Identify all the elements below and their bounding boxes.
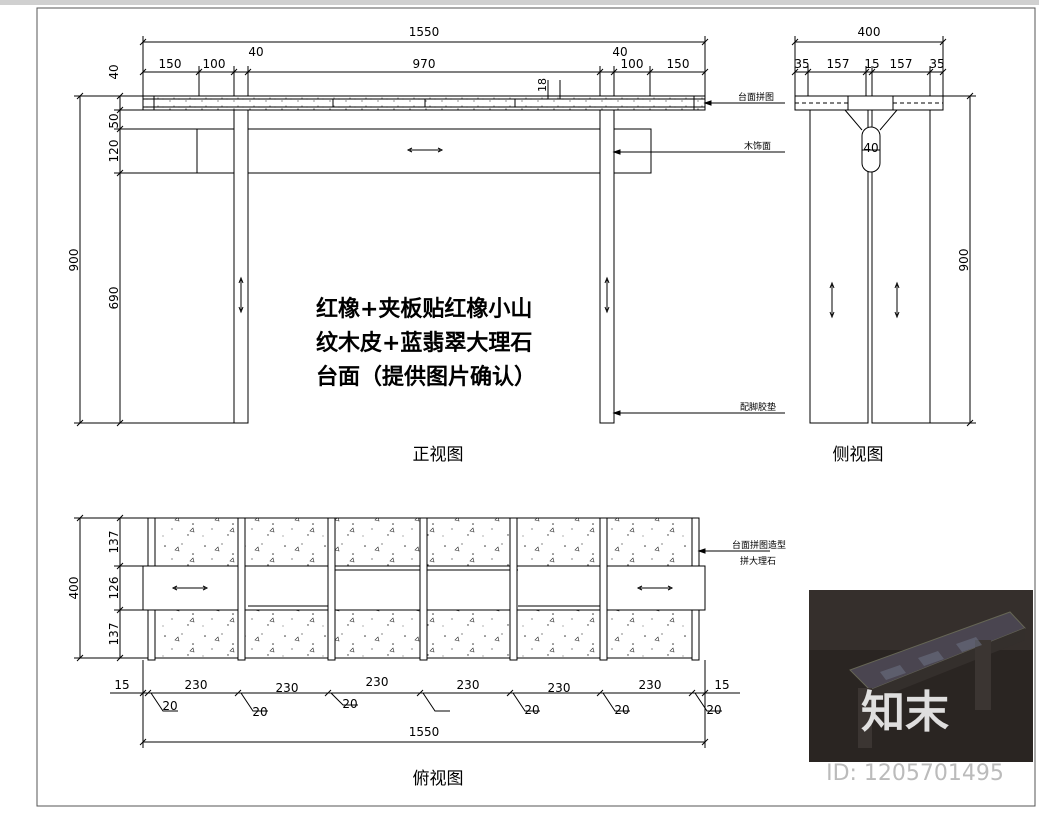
plan-bottom-dim-3: 230 bbox=[276, 681, 299, 695]
plan-left-dim-2: 126 bbox=[107, 577, 121, 600]
plan-callout-line-1: 台面拼图造型 bbox=[732, 539, 786, 551]
plan-post-dim-6: 20 bbox=[706, 703, 721, 717]
front-apron bbox=[196, 128, 652, 174]
side-right-grain-arrow bbox=[894, 281, 900, 319]
side-left-grain-arrow bbox=[829, 281, 835, 319]
front-total-height: 900 bbox=[67, 249, 81, 272]
top-bar bbox=[0, 0, 1039, 5]
plan-depth: 400 bbox=[67, 577, 81, 600]
front-overall-width: 1550 bbox=[409, 25, 440, 39]
side-left-leg bbox=[809, 109, 869, 424]
plan-bottom-dim-6: 230 bbox=[548, 681, 571, 695]
plan-bottom-dim-7: 230 bbox=[639, 678, 662, 692]
plan-bottom-dim-1: 15 bbox=[114, 678, 129, 692]
right-leg-grain-arrow bbox=[604, 276, 610, 314]
left-leg-grain-arrow bbox=[238, 276, 244, 314]
material-note-line-1: 红橡+夹板贴红橡小山 bbox=[316, 296, 532, 322]
side-view-title: 侧视图 bbox=[833, 445, 884, 465]
plan-callout-line-2: 拼大理石 bbox=[740, 555, 776, 567]
side-dim-1: 35 bbox=[794, 57, 809, 71]
side-view bbox=[791, 36, 976, 427]
side-right-leg bbox=[871, 109, 931, 424]
front-dim-4: 970 bbox=[413, 57, 436, 71]
front-thickness: 18 bbox=[536, 78, 549, 92]
plan-left-grain-arrow bbox=[171, 585, 209, 591]
plan-view-title: 俯视图 bbox=[413, 769, 464, 789]
plan-bottom-dim-2: 230 bbox=[185, 678, 208, 692]
front-dim-1: 150 bbox=[159, 57, 182, 71]
plan-post-dim-2: 20 bbox=[252, 705, 267, 719]
callout-top: 台面拼图 bbox=[738, 91, 774, 103]
side-bracket bbox=[844, 109, 898, 131]
front-view-title: 正视图 bbox=[413, 445, 464, 465]
front-view-text: 1550 150 100 40 970 40 100 150 18 40 50 … bbox=[67, 25, 776, 465]
drawing-frame bbox=[36, 7, 1036, 807]
callout-foot: 配脚胶垫 bbox=[740, 401, 776, 413]
side-dim-2: 157 bbox=[827, 57, 850, 71]
product-photo bbox=[809, 590, 1033, 762]
plan-right-grain-arrow bbox=[636, 585, 674, 591]
material-note-line-3: 台面（提供图片确认） bbox=[316, 364, 536, 390]
front-view bbox=[74, 36, 785, 427]
left-dim-3: 120 bbox=[107, 140, 121, 163]
plan-left-dim-1: 137 bbox=[107, 531, 121, 554]
front-left-leg bbox=[233, 109, 249, 424]
front-dim-7: 150 bbox=[667, 57, 690, 71]
left-dim-2: 50 bbox=[107, 113, 121, 128]
plan-bottom-dim-5: 230 bbox=[457, 678, 480, 692]
side-center-dim: 40 bbox=[863, 141, 878, 155]
side-view-text: 400 35 157 15 157 35 40 900 侧视图 bbox=[794, 25, 971, 465]
apron-grain-arrow bbox=[406, 147, 444, 153]
side-dim-5: 35 bbox=[929, 57, 944, 71]
side-total-height: 900 bbox=[957, 249, 971, 272]
material-note-line-2: 纹木皮+蓝翡翠大理石 bbox=[316, 330, 532, 356]
plan-post-dim-5: 20 bbox=[614, 703, 629, 717]
plan-overall-width: 1550 bbox=[409, 725, 440, 739]
plan-post-dim-1: 20 bbox=[162, 699, 177, 713]
plan-view bbox=[74, 514, 770, 748]
side-overall-width: 400 bbox=[858, 25, 881, 39]
side-dim-3: 15 bbox=[864, 57, 879, 71]
front-dim-2: 100 bbox=[203, 57, 226, 71]
side-dim-4: 157 bbox=[890, 57, 913, 71]
front-dim-5: 40 bbox=[612, 45, 627, 59]
left-dim-1: 40 bbox=[107, 64, 121, 79]
plan-left-dim-3: 137 bbox=[107, 623, 121, 646]
photo-id: ID: 1205701495 bbox=[826, 761, 1004, 786]
plan-bottom-dim-4: 230 bbox=[366, 675, 389, 689]
front-dim-6: 100 bbox=[621, 57, 644, 71]
front-top-board bbox=[142, 95, 706, 111]
plan-post-dim-3: 20 bbox=[342, 697, 357, 711]
left-dim-4: 690 bbox=[107, 287, 121, 310]
plan-view-text: 400 137 126 137 台面拼图造型 拼大理石 15 230 230 2… bbox=[67, 531, 786, 789]
front-dim-3: 40 bbox=[248, 45, 263, 59]
photo-watermark: 知末 bbox=[861, 687, 949, 738]
callout-apron: 木饰面 bbox=[744, 140, 771, 152]
plan-post-dim-4: 20 bbox=[524, 703, 539, 717]
plan-bottom-dim-8: 15 bbox=[714, 678, 729, 692]
front-right-leg bbox=[599, 109, 615, 424]
